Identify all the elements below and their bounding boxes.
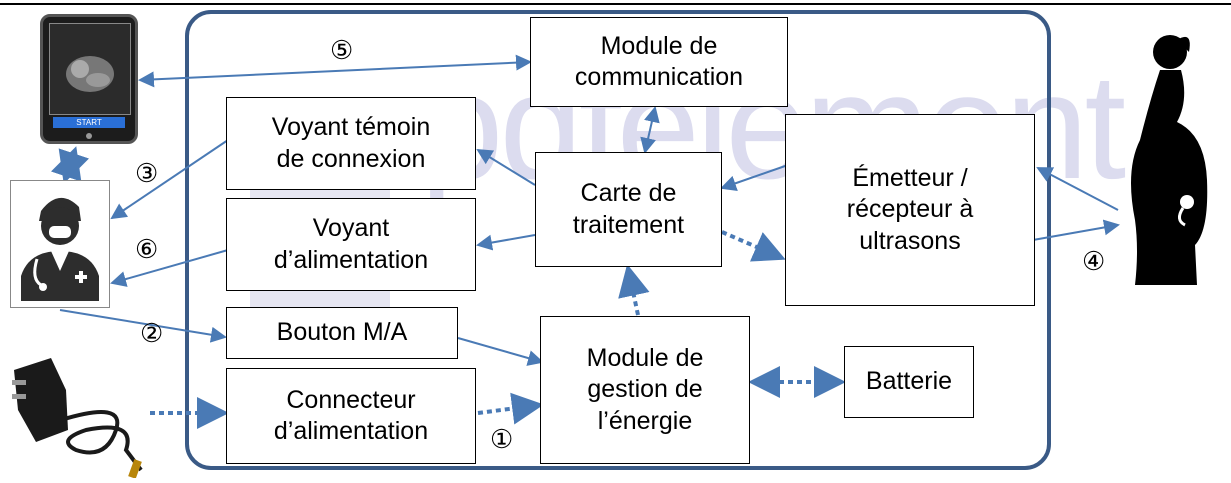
link-doctor-bouton — [59, 309, 227, 343]
block-gestion-energie: Module de gestion de l’énergie — [540, 316, 750, 464]
block-communication: Module de communication — [530, 17, 788, 107]
block-connecteur: Connecteur d’alimentation — [226, 368, 476, 464]
link-patient-emetteur — [1036, 167, 1119, 211]
charger-icon — [6, 350, 166, 479]
link-alimentation-doctor — [110, 249, 229, 287]
link-carte-voyant-alimentation — [476, 234, 536, 251]
block-batterie: Batterie — [844, 346, 974, 418]
ultrasound-screen — [49, 23, 131, 115]
block-emetteur: Émetteur / récepteur à ultrasons — [785, 114, 1035, 306]
tablet-icon: START — [40, 14, 138, 144]
block-voyant-connexion: Voyant témoin de connexion — [226, 97, 476, 190]
tablet-home-button — [86, 133, 92, 139]
link-bouton-gestion — [457, 337, 544, 366]
block-bouton: Bouton M/A — [226, 307, 458, 359]
pregnant-woman-icon — [1115, 30, 1225, 285]
block-voyant-alimentation: Voyant d’alimentation — [226, 198, 476, 291]
top-rule — [0, 3, 1231, 5]
label-3: ③ — [135, 158, 159, 188]
link-gestion-carte — [618, 264, 650, 316]
doctor-figure — [21, 197, 99, 301]
ultrasound-image — [66, 56, 114, 92]
label-5: ⑤ — [330, 35, 354, 65]
link-tablet-doctor — [50, 146, 90, 184]
label-6: ⑥ — [135, 234, 159, 264]
label-4: ④ — [1082, 246, 1106, 276]
doctor-icon — [10, 180, 110, 308]
link-connexion-doctor — [110, 139, 229, 220]
link-emetteur-patient — [1032, 219, 1120, 241]
label-2: ② — [140, 318, 164, 348]
tablet-start-button: START — [53, 117, 125, 128]
link-tablet-communication — [138, 54, 532, 88]
link-emetteur-carte — [720, 164, 789, 191]
label-1: ① — [490, 424, 514, 454]
charger-figure — [12, 358, 143, 479]
link-carte-voyant-connexion — [476, 148, 536, 186]
link-carte-emetteur — [721, 230, 786, 262]
block-carte: Carte de traitement — [535, 152, 722, 267]
system-boundary — [185, 10, 1051, 470]
pregnant-figure — [1131, 35, 1208, 285]
link-connecteur-gestion — [477, 392, 544, 425]
link-communication-carte — [640, 106, 660, 154]
